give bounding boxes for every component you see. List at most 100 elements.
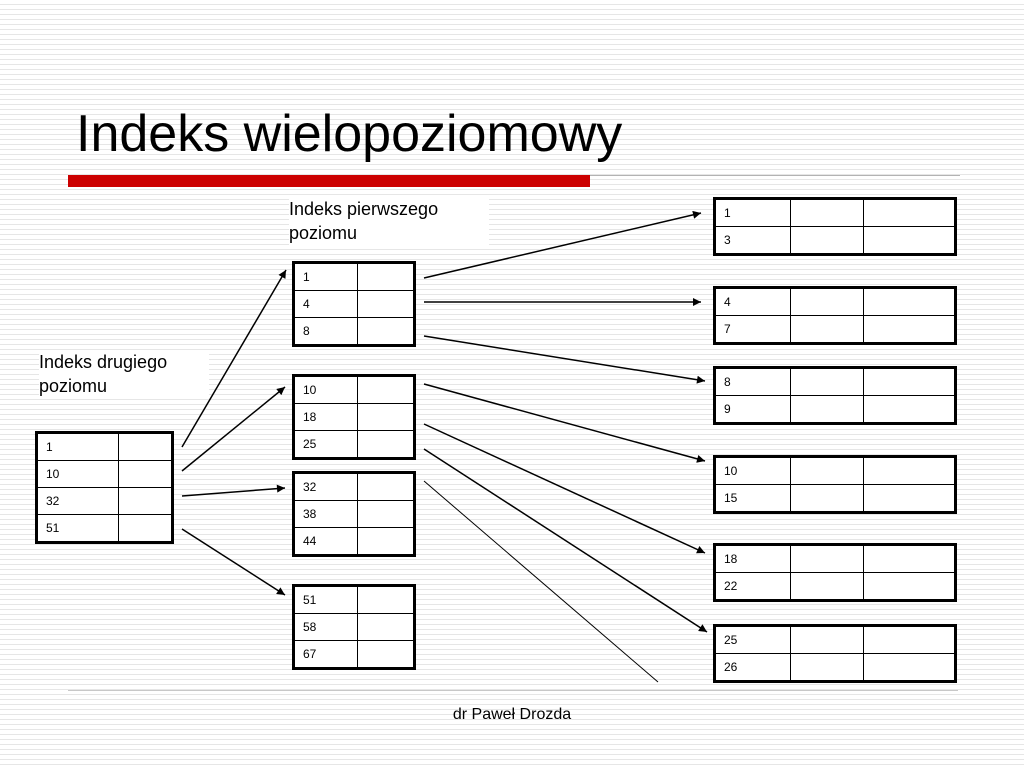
title-divider-line xyxy=(590,175,960,176)
key-cell: 1 xyxy=(293,262,358,291)
table-row: 10 xyxy=(714,456,956,485)
record-cell xyxy=(863,484,956,513)
table-row: 4 xyxy=(714,287,956,316)
table-row: 8 xyxy=(293,317,415,346)
record-cell xyxy=(863,544,956,573)
record-cell xyxy=(790,653,864,682)
pointer-cell xyxy=(357,403,415,431)
key-cell: 51 xyxy=(36,514,119,543)
key-cell: 10 xyxy=(714,456,791,485)
pointer-cell xyxy=(118,432,173,461)
key-cell: 4 xyxy=(714,287,791,316)
key-cell: 32 xyxy=(293,472,358,501)
second-level-index-table: 1 10 32 51 xyxy=(35,431,174,544)
key-cell: 18 xyxy=(714,544,791,573)
pointer-cell xyxy=(357,262,415,291)
key-cell: 9 xyxy=(714,395,791,424)
pointer-cell xyxy=(357,585,415,614)
pointer-arrow xyxy=(423,423,706,554)
table-row: 9 xyxy=(714,395,956,424)
data-block-5: 18 22 xyxy=(713,543,957,602)
pointer-cell xyxy=(357,290,415,318)
footer-divider xyxy=(68,690,958,691)
table-row: 32 xyxy=(36,487,173,515)
pointer-cell xyxy=(118,487,173,515)
key-cell: 18 xyxy=(293,403,358,431)
data-block-4: 10 15 xyxy=(713,455,957,514)
record-cell xyxy=(790,226,864,255)
record-cell xyxy=(790,395,864,424)
pointer-cell xyxy=(118,514,173,543)
pointer-cell xyxy=(357,472,415,501)
record-cell xyxy=(790,484,864,513)
table-row: 10 xyxy=(293,375,415,404)
pointer-arrow xyxy=(423,448,708,633)
key-cell: 10 xyxy=(36,460,119,488)
record-cell xyxy=(863,198,956,227)
record-cell xyxy=(863,625,956,654)
key-cell: 26 xyxy=(714,653,791,682)
pointer-arrow xyxy=(423,210,702,279)
table-row: 1 xyxy=(293,262,415,291)
table-row: 8 xyxy=(714,367,956,396)
key-cell: 67 xyxy=(293,640,358,669)
key-cell: 25 xyxy=(293,430,358,459)
table-row: 67 xyxy=(293,640,415,669)
table-row: 51 xyxy=(293,585,415,614)
table-row: 51 xyxy=(36,514,173,543)
key-cell: 3 xyxy=(714,226,791,255)
table-row: 18 xyxy=(714,544,956,573)
pointer-cell xyxy=(357,613,415,641)
key-cell: 32 xyxy=(36,487,119,515)
table-row: 38 xyxy=(293,500,415,528)
key-cell: 25 xyxy=(714,625,791,654)
key-cell: 1 xyxy=(714,198,791,227)
second-level-index-label: Indeks drugiego poziomu xyxy=(39,350,209,398)
record-cell xyxy=(863,315,956,344)
key-cell: 15 xyxy=(714,484,791,513)
data-block-1: 1 3 xyxy=(713,197,957,256)
first-level-block-1: 1 4 8 xyxy=(292,261,416,347)
key-cell: 51 xyxy=(293,585,358,614)
first-level-index-label: Indeks pierwszego poziomu xyxy=(289,197,489,245)
table-row: 15 xyxy=(714,484,956,513)
pointer-arrow xyxy=(181,528,286,596)
pointer-arrow xyxy=(181,269,287,448)
pointer-arrow xyxy=(181,484,286,497)
table-row: 1 xyxy=(714,198,956,227)
pointer-cell xyxy=(357,500,415,528)
record-cell xyxy=(863,653,956,682)
data-block-3: 8 9 xyxy=(713,366,957,425)
table-row: 22 xyxy=(714,572,956,601)
pointer-cell xyxy=(118,460,173,488)
record-cell xyxy=(790,198,864,227)
record-cell xyxy=(790,572,864,601)
table-row: 25 xyxy=(714,625,956,654)
pointer-arrow xyxy=(423,480,659,683)
table-row: 26 xyxy=(714,653,956,682)
key-cell: 8 xyxy=(714,367,791,396)
data-block-6: 25 26 xyxy=(713,624,957,683)
table-row: 25 xyxy=(293,430,415,459)
record-cell xyxy=(863,395,956,424)
first-level-block-3: 32 38 44 xyxy=(292,471,416,557)
table-row: 7 xyxy=(714,315,956,344)
pointer-arrow xyxy=(423,335,706,384)
key-cell: 7 xyxy=(714,315,791,344)
key-cell: 38 xyxy=(293,500,358,528)
record-cell xyxy=(790,625,864,654)
first-level-block-2: 10 18 25 xyxy=(292,374,416,460)
pointer-arrow xyxy=(423,383,706,463)
key-cell: 8 xyxy=(293,317,358,346)
key-cell: 22 xyxy=(714,572,791,601)
record-cell xyxy=(863,367,956,396)
table-row: 3 xyxy=(714,226,956,255)
record-cell xyxy=(790,456,864,485)
record-cell xyxy=(863,226,956,255)
table-row: 44 xyxy=(293,527,415,556)
table-row: 1 xyxy=(36,432,173,461)
table-row: 32 xyxy=(293,472,415,501)
key-cell: 44 xyxy=(293,527,358,556)
record-cell xyxy=(790,287,864,316)
key-cell: 58 xyxy=(293,613,358,641)
